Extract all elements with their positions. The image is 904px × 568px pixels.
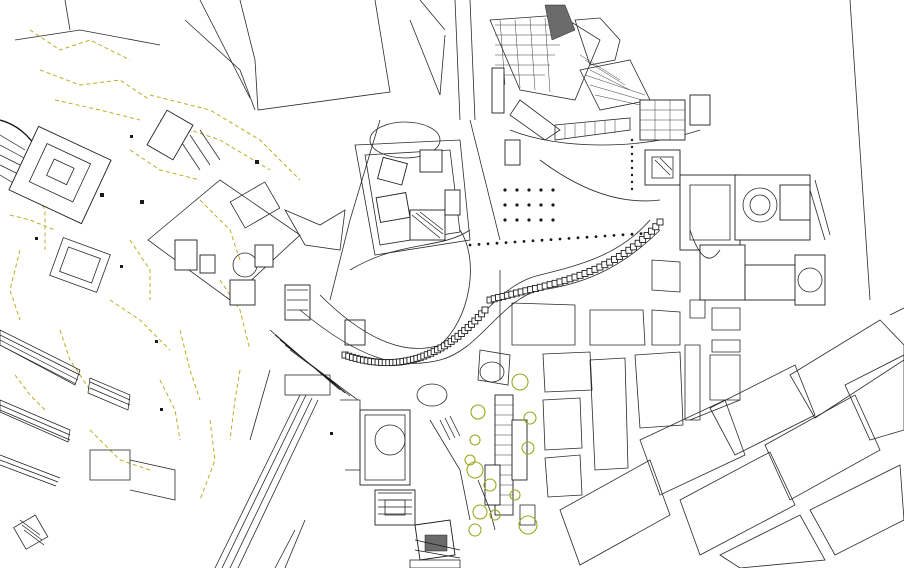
plaza-tree-dot <box>551 188 555 192</box>
arcade-unit <box>634 239 642 247</box>
avenue-tree-dot <box>594 235 598 239</box>
linear-building-strip <box>477 394 536 531</box>
avenue-tree-dot <box>630 159 634 163</box>
avenue-tree-dot <box>477 243 481 246</box>
stepped-terraces <box>269 209 366 401</box>
avenue-tree-dot <box>630 152 634 156</box>
avenue-tree-dot <box>558 237 562 241</box>
avenue-tree-dot <box>630 187 634 191</box>
lower-center-buildings <box>340 349 511 568</box>
plaza-tree-dot <box>551 218 555 222</box>
avenue-tree-dot <box>522 240 526 243</box>
plaza-tree-dot <box>503 188 507 192</box>
arena-oval <box>49 237 111 293</box>
yellow-path-grid <box>9 29 301 501</box>
upper-right-block-cluster <box>489 4 651 166</box>
upper-plaza-block <box>14 0 446 111</box>
museum-complex <box>639 94 831 306</box>
arcade-unit <box>630 243 637 251</box>
tree-canopy <box>483 478 497 492</box>
tree-canopy <box>469 434 481 446</box>
plaza-tree-dot <box>527 218 531 222</box>
plaza-tree-dot <box>515 203 519 207</box>
small-markers <box>13 135 333 550</box>
arcade-unit <box>652 223 660 231</box>
avenue-tree-dot <box>585 235 589 239</box>
avenue-tree-dot <box>576 236 580 240</box>
plaza-tree-dot <box>551 203 555 207</box>
plaza-tree-dot <box>527 203 531 207</box>
tree-canopies <box>464 373 538 537</box>
avenue-tree-dot <box>639 232 643 236</box>
avenue-tree-dot <box>621 233 625 237</box>
plaza-tree-dot <box>515 218 519 222</box>
tree-canopy <box>523 411 537 425</box>
plaza-tree-dot <box>527 188 531 192</box>
avenue-tree-dot <box>504 241 508 245</box>
avenue-tree-dot <box>495 241 499 245</box>
diagonal-city-grid <box>559 0 904 568</box>
palace-complex <box>146 109 301 306</box>
avenue-tree-dot <box>630 232 634 236</box>
avenue-tree-dot <box>630 166 634 170</box>
tree-canopy <box>489 509 501 521</box>
lower-left-hatched-bands <box>0 329 176 501</box>
avenue-tree-dot <box>630 138 634 142</box>
arcade-unit <box>643 231 651 239</box>
avenue-tree-dot <box>531 239 535 243</box>
avenue-tree-dot <box>549 238 553 242</box>
avenue-tree-dot <box>630 145 634 149</box>
arcade-unit <box>639 236 647 243</box>
road-network <box>299 0 701 364</box>
avenue-tree-dot <box>540 238 544 242</box>
rail-lines <box>214 369 331 568</box>
tree-canopy <box>466 461 484 479</box>
tree-canopy <box>521 441 535 455</box>
avenue-tree-dot <box>486 242 490 246</box>
tree-canopy <box>511 373 529 391</box>
avenue-tree-dot <box>630 173 634 177</box>
plaza-tree-dot <box>539 188 543 192</box>
tree-canopy <box>472 504 488 520</box>
avenue-tree-dot <box>630 180 634 184</box>
plaza-tree-dot <box>539 218 543 222</box>
tree-canopy <box>509 489 521 501</box>
arcade-unit <box>481 306 489 314</box>
avenue-tree-dot <box>567 237 571 240</box>
tree-canopy <box>518 515 538 535</box>
left-rotunda <box>0 119 112 225</box>
arcade-unit <box>656 218 664 226</box>
tree-canopy <box>468 523 482 537</box>
tree-canopy <box>464 454 476 466</box>
street-blocks <box>499 259 741 498</box>
plaza-tree-dot <box>503 218 507 222</box>
avenue-tree-dot <box>612 234 616 237</box>
curved-arcade <box>341 218 664 367</box>
avenue-tree-dot <box>513 240 517 244</box>
avenue-tree-dot <box>603 234 607 238</box>
plaza-tree-dot <box>539 203 543 207</box>
arcade-unit <box>648 227 655 235</box>
tree-canopy <box>470 404 486 420</box>
central-oval-complex <box>354 119 501 256</box>
plaza-tree-dot <box>515 188 519 192</box>
avenue-tree-dot <box>468 243 472 247</box>
plaza-dot-grid <box>468 138 643 247</box>
plaza-tree-dot <box>503 203 507 207</box>
